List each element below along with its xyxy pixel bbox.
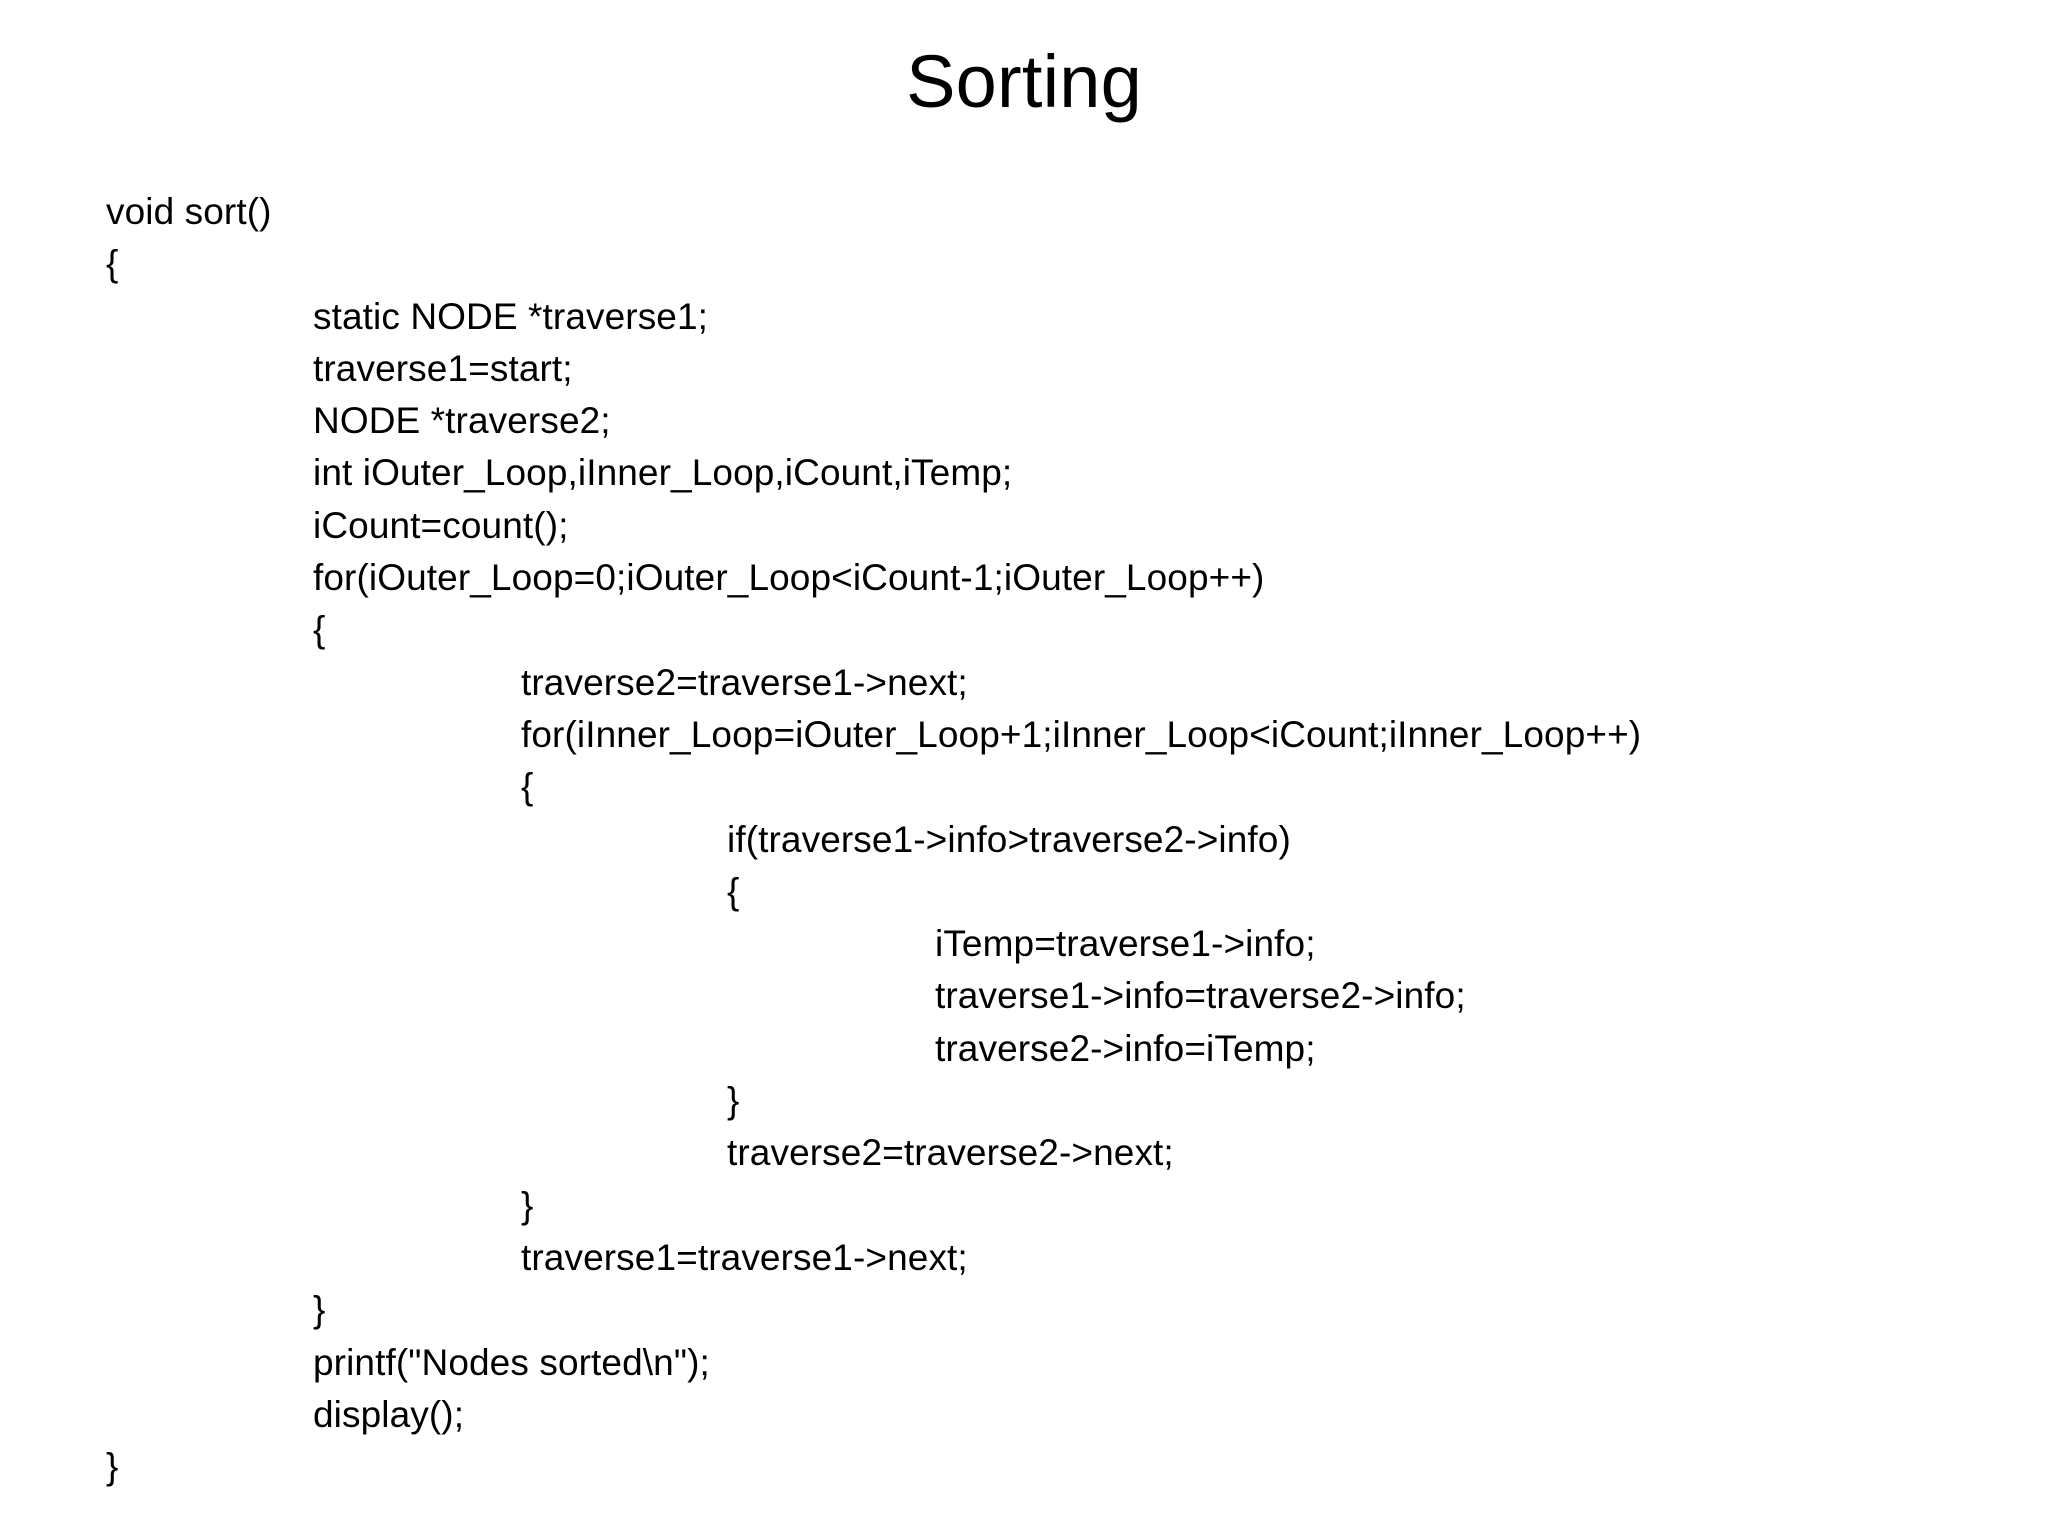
- code-line: }: [313, 1289, 326, 1331]
- code-line: if(traverse1->info>traverse2->info): [727, 818, 1291, 860]
- code-line: iCount=count();: [313, 504, 569, 546]
- code-line: }: [521, 1184, 534, 1226]
- code-line: }: [106, 1446, 119, 1488]
- code-line: traverse2=traverse1->next;: [521, 661, 968, 703]
- code-line: iTemp=traverse1->info;: [935, 923, 1316, 965]
- code-line: {: [521, 766, 534, 808]
- page-title: Sorting: [906, 40, 1142, 123]
- code-line: traverse2->info=iTemp;: [935, 1027, 1316, 1069]
- code-line: for(iInner_Loop=iOuter_Loop+1;iInner_Loo…: [521, 713, 1642, 755]
- code-line: static NODE *traverse1;: [313, 295, 709, 337]
- code-line: for(iOuter_Loop=0;iOuter_Loop<iCount-1;i…: [313, 557, 1265, 599]
- code-line: traverse1=start;: [313, 347, 573, 389]
- code-block: void sort() { static NODE *traverse1; trave…: [0, 186, 2048, 1493]
- code-line: {: [313, 609, 326, 651]
- code-line: }: [727, 1080, 740, 1122]
- code-line: traverse1->info=traverse2->info;: [935, 975, 1466, 1017]
- code-line: void sort(): [106, 191, 272, 232]
- code-line: NODE *traverse2;: [313, 400, 611, 442]
- code-line: printf("Nodes sorted\n");: [313, 1341, 710, 1383]
- code-line: traverse1=traverse1->next;: [521, 1236, 968, 1278]
- code-line: traverse2=traverse2->next;: [727, 1132, 1174, 1174]
- code-line: {: [727, 870, 740, 912]
- code-line: display();: [313, 1393, 465, 1435]
- code-line: int iOuter_Loop,iInner_Loop,iCount,iTemp…: [313, 452, 1013, 494]
- code-line: {: [106, 243, 119, 285]
